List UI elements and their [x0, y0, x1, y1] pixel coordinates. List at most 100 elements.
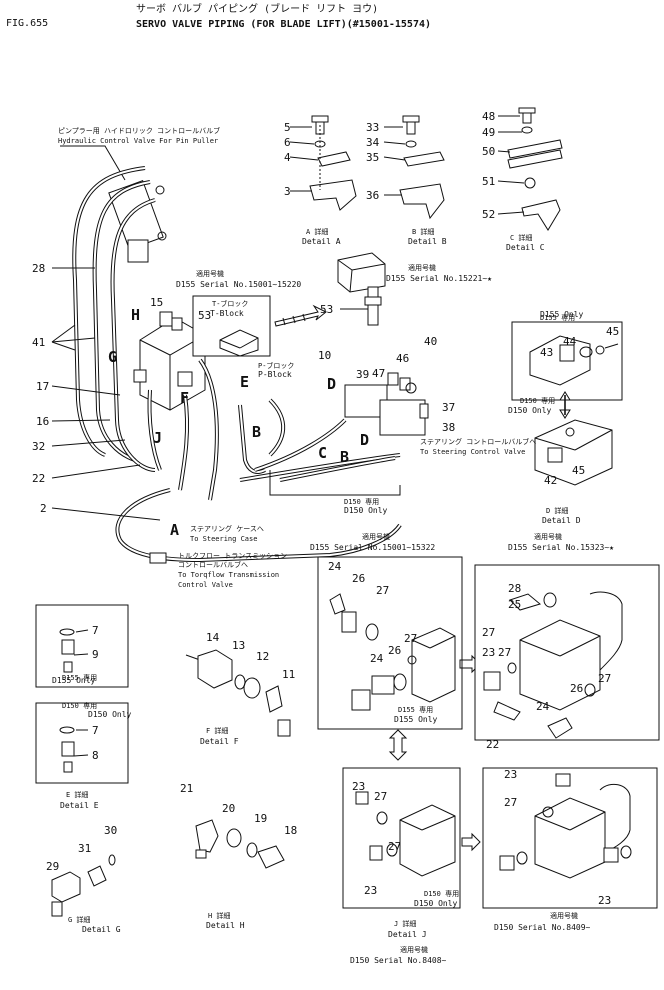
detail-j-box-1: [317, 556, 463, 730]
detail-e-d155-jp: D155 専用: [62, 673, 97, 682]
hoses-center: [147, 358, 401, 501]
callout-27a: 27: [376, 584, 389, 597]
detail-e-d155: D155 Only: [52, 676, 96, 685]
servo-valve-block: [133, 311, 206, 411]
callout-4: 4: [284, 151, 291, 164]
callout-6: 6: [284, 136, 291, 149]
serial-note-1-jp: 適用号機: [196, 269, 224, 278]
callout-28a: 28: [32, 262, 45, 275]
view-letter-c: C: [318, 444, 327, 462]
callout-15: 15: [150, 296, 163, 309]
detail-f-parts: [185, 649, 291, 737]
callout-28b: 28: [508, 582, 521, 595]
view-letters: H G F E B D D B C J A: [108, 306, 369, 539]
hose-2-end-fitting: [149, 552, 167, 564]
serial-note-3: D155 Serial No.15001~15322: [310, 543, 435, 552]
arrow-j-down: [388, 729, 408, 761]
callout-51: 51: [482, 175, 495, 188]
detail-a-caption: Detail A: [302, 237, 341, 246]
callout-26c: 26: [570, 682, 583, 695]
detail-h-caption-jp: H 詳細: [208, 911, 230, 920]
callout-27b: 27: [404, 632, 417, 645]
detail-j-d150-jp: D150 専用: [424, 889, 459, 898]
callout-33: 33: [366, 121, 379, 134]
callout-27d: 27: [498, 646, 511, 659]
steering-valve-note-jp: ステアリング コントロールバルブへ: [420, 437, 536, 446]
callout-32: 32: [32, 440, 45, 453]
callout-21: 21: [180, 782, 193, 795]
steering-case-note-jp: ステアリング ケースへ: [190, 524, 264, 533]
callout-13: 13: [232, 639, 245, 652]
detail-h-parts: [195, 819, 285, 869]
torqflow-note-en2: Control Valve: [178, 581, 233, 589]
hose-2: [115, 488, 402, 564]
detail-d-d150-jp: D150 専用: [520, 396, 555, 405]
callout-37: 37: [442, 401, 455, 414]
detail-e-d150-jp: D150 専用: [62, 701, 97, 710]
detail-b-caption-jp: B 詳細: [412, 227, 434, 236]
callout-3: 3: [284, 185, 291, 198]
detail-f-caption: Detail F: [200, 737, 239, 746]
callout-18: 18: [284, 824, 297, 837]
detail-d-d150: D150 Only: [508, 406, 552, 415]
callout-20: 20: [222, 802, 235, 815]
detail-c-parts: [507, 107, 563, 231]
serial-note-2-jp: 適用号機: [408, 263, 436, 272]
callout-26a: 26: [352, 572, 365, 585]
serial-note-1: D155 Serial No.15001~15220: [176, 280, 301, 289]
d150-note: D150 Only: [344, 506, 388, 515]
title: SERVO VALVE PIPING (FOR BLADE LIFT)(#150…: [136, 19, 431, 30]
hydraulic-valve-note: Hydraulic Control Valve For Pin Puller: [58, 137, 218, 145]
figure-number: FIG.655: [6, 18, 48, 29]
steering-valve-note: To Steering Control Valve: [420, 448, 525, 456]
hydraulic-valve-note-jp: ピンプラー用 ハイドロリック コントロールバルブ: [58, 126, 220, 135]
title-kana: サーボ バルブ パイピング (ブレード リフト ヨウ): [136, 2, 378, 15]
callout-27f: 27: [374, 790, 387, 803]
t-block-label: T-Block: [210, 309, 244, 318]
detail-d-d155: D155 Only: [540, 310, 584, 319]
detail-e-caption: Detail E: [60, 801, 99, 810]
detail-h-caption: Detail H: [206, 921, 245, 930]
detail-e-inset: [35, 604, 129, 784]
callout-41: 41: [32, 336, 45, 349]
view-letter-b1: B: [252, 423, 261, 441]
callout-47: 47: [372, 367, 385, 380]
callout-24b: 24: [370, 652, 384, 665]
pin-puller-valve: [108, 180, 167, 263]
detail-j-box-3: [342, 767, 461, 909]
view-letter-a: A: [170, 521, 179, 539]
view-letter-b2: B: [340, 448, 349, 466]
view-letter-h: H: [131, 306, 140, 324]
callout-17: 17: [36, 380, 49, 393]
callout-40: 40: [424, 335, 437, 348]
manifold-right: [344, 372, 429, 436]
callout-22a: 22: [32, 472, 45, 485]
view-letter-e: E: [240, 373, 249, 391]
detail-c-caption: Detail C: [506, 243, 545, 252]
d150-bracket: [269, 470, 401, 496]
detail-e-caption-jp: E 詳細: [66, 790, 88, 799]
callout-24a: 24: [328, 560, 342, 573]
serial-note-5: D150 Serial No.8408~: [350, 956, 447, 965]
callout-27h: 27: [504, 796, 517, 809]
detail-j-caption-jp: J 詳細: [394, 919, 416, 928]
callout-50: 50: [482, 145, 495, 158]
callout-14: 14: [206, 631, 220, 644]
detail-j-box-2: [474, 564, 660, 741]
torqflow-note-en1: To Torqflow Transmission: [178, 571, 279, 579]
detail-a-parts: [309, 115, 357, 211]
steering-case-note: To Steering Case: [190, 535, 257, 543]
t-block-label-jp: T-ブロック: [212, 299, 248, 308]
serial-note-4-jp: 適用号機: [534, 532, 562, 541]
callout-numbers: 5 6 4 3 33 34 35 36 48 49 50 51 52 28 41…: [32, 110, 619, 907]
detail-c-caption-jp: C 詳細: [510, 233, 532, 242]
callout-27g: 27: [388, 840, 401, 853]
detail-d-caption: Detail D: [542, 516, 581, 525]
callout-7a: 7: [92, 624, 99, 637]
callout-11: 11: [282, 668, 295, 681]
callout-5: 5: [284, 121, 291, 134]
callout-46: 46: [396, 352, 409, 365]
callout-27c: 27: [482, 626, 495, 639]
callout-23b: 23: [352, 780, 365, 793]
